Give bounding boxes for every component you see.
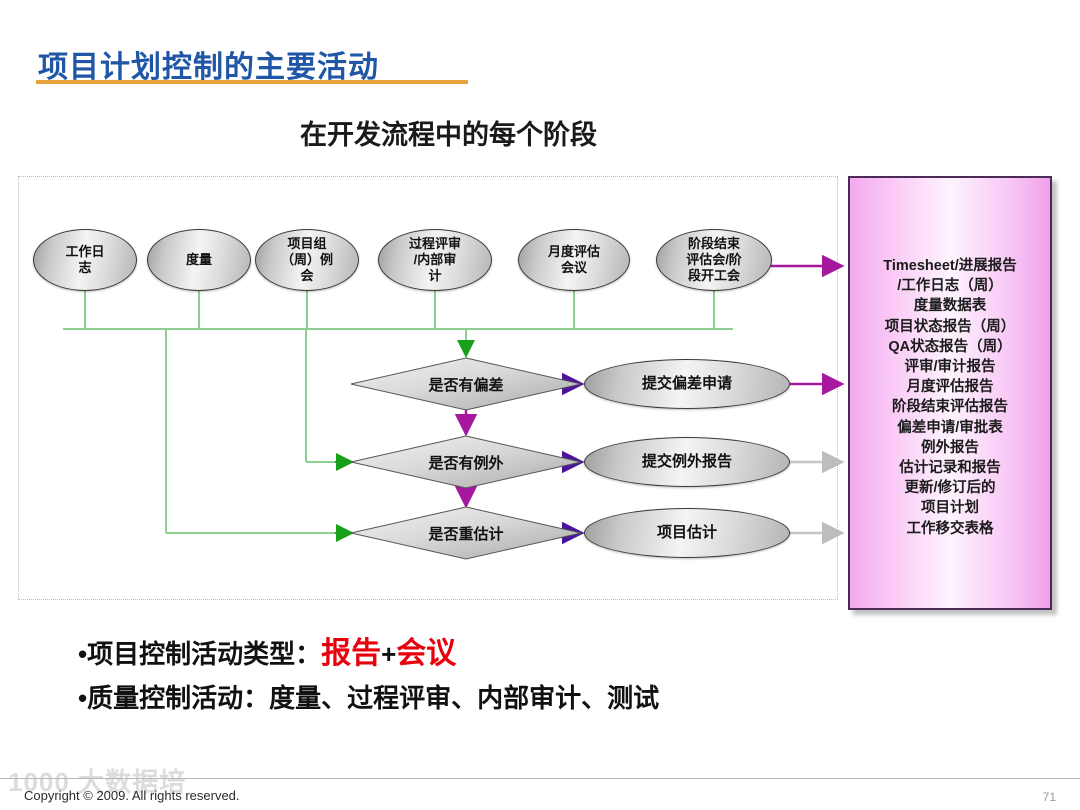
activity-node-label: 月度评估会议 [547, 244, 600, 275]
bullet-prefix-text: •项目控制活动类型： [78, 639, 322, 669]
watermark-text: 1000 大数据培 [8, 767, 187, 797]
deliverables-panel: Timesheet/进展报告 /工作日志（周） 度量数据表 项目状态报告（周） … [848, 176, 1052, 610]
activity-node-work-log[interactable]: 工作日志 [33, 229, 137, 291]
activity-node-label: 过程评审/内部审计 [408, 236, 461, 283]
deliverable-item: 例外报告 [921, 439, 979, 456]
outcome-node-label: 项目估计 [656, 524, 717, 541]
activity-node-label: 阶段结束评估会/阶段开工会 [686, 236, 742, 283]
deliverable-item: 偏差申请/审批表 [897, 419, 1003, 436]
deliverable-item: 评审/审计报告 [904, 359, 996, 376]
footer-page-number: 71 [1042, 790, 1056, 804]
deliverable-item: QA状态报告（周） [888, 338, 1012, 355]
deliverable-item: /工作日志（周） [897, 278, 1003, 295]
activity-node-process-review-audit[interactable]: 过程评审/内部审计 [378, 229, 492, 291]
decision-node-label: 是否重估计 [428, 525, 504, 543]
activity-node-label: 工作日志 [65, 244, 105, 275]
activity-node-team-weekly-meeting[interactable]: 项目组（周）例会 [255, 229, 359, 291]
decision-node-re-estimate[interactable]: 是否重估计 [350, 506, 582, 560]
activity-node-label: 项目组（周）例会 [280, 236, 333, 283]
deliverable-item: Timesheet/进展报告 [883, 258, 1017, 274]
outcome-node-submit-exception-report[interactable]: 提交例外报告 [584, 437, 790, 487]
deliverable-item: 度量数据表 [913, 298, 987, 315]
diamond-shape [350, 506, 582, 560]
decision-node-label: 是否有例外 [428, 454, 504, 472]
bullet-control-activity-types: •项目控制活动类型：报告+会议 [78, 628, 456, 672]
deliverable-item: 项目状态报告（周） [884, 318, 1016, 335]
bullet-plus-sign: + [381, 639, 397, 669]
page-title: 项目计划控制的主要活动 [38, 51, 379, 84]
bullet-quality-control-activities: •质量控制活动：度量、过程评审、内部审计、测试 [78, 683, 660, 713]
slide-subtitle: 在开发流程中的每个阶段 [300, 120, 597, 150]
deliverable-item: 估计记录和报告 [899, 460, 1001, 477]
bullet-accent-meeting: 会议 [396, 637, 457, 670]
deliverable-item: 更新/修订后的 [904, 480, 996, 497]
activity-node-label: 度量 [185, 252, 212, 267]
decision-node-label: 是否有偏差 [428, 376, 504, 394]
footer-copyright: Copyright © 2009. All rights reserved. [24, 788, 240, 803]
outcome-node-label: 提交偏差申请 [641, 375, 732, 392]
title-underline-rule [36, 80, 468, 84]
deliverable-item: 月度评估报告 [906, 379, 994, 396]
decision-node-has-deviation[interactable]: 是否有偏差 [350, 357, 582, 411]
activity-node-phase-end-kickoff-meeting[interactable]: 阶段结束评估会/阶段开工会 [656, 229, 772, 291]
outcome-node-label: 提交例外报告 [641, 453, 732, 470]
deliverables-list: Timesheet/进展报告 /工作日志（周） 度量数据表 项目状态报告（周） … [850, 256, 1050, 539]
activity-node-monthly-review-meeting[interactable]: 月度评估会议 [518, 229, 630, 291]
decision-node-has-exception[interactable]: 是否有例外 [350, 435, 582, 489]
outcome-node-project-estimation[interactable]: 项目估计 [584, 508, 790, 558]
diamond-shape [350, 357, 582, 411]
outcome-node-submit-deviation-request[interactable]: 提交偏差申请 [584, 359, 790, 409]
footer-divider [0, 778, 1080, 779]
deliverable-item: 阶段结束评估报告 [892, 399, 1008, 416]
bullet-accent-report: 报告 [321, 637, 382, 670]
deliverable-item: 工作移交表格 [906, 520, 994, 537]
activity-node-measurement[interactable]: 度量 [147, 229, 251, 291]
deliverable-item: 项目计划 [921, 500, 979, 517]
diamond-shape [350, 435, 582, 489]
